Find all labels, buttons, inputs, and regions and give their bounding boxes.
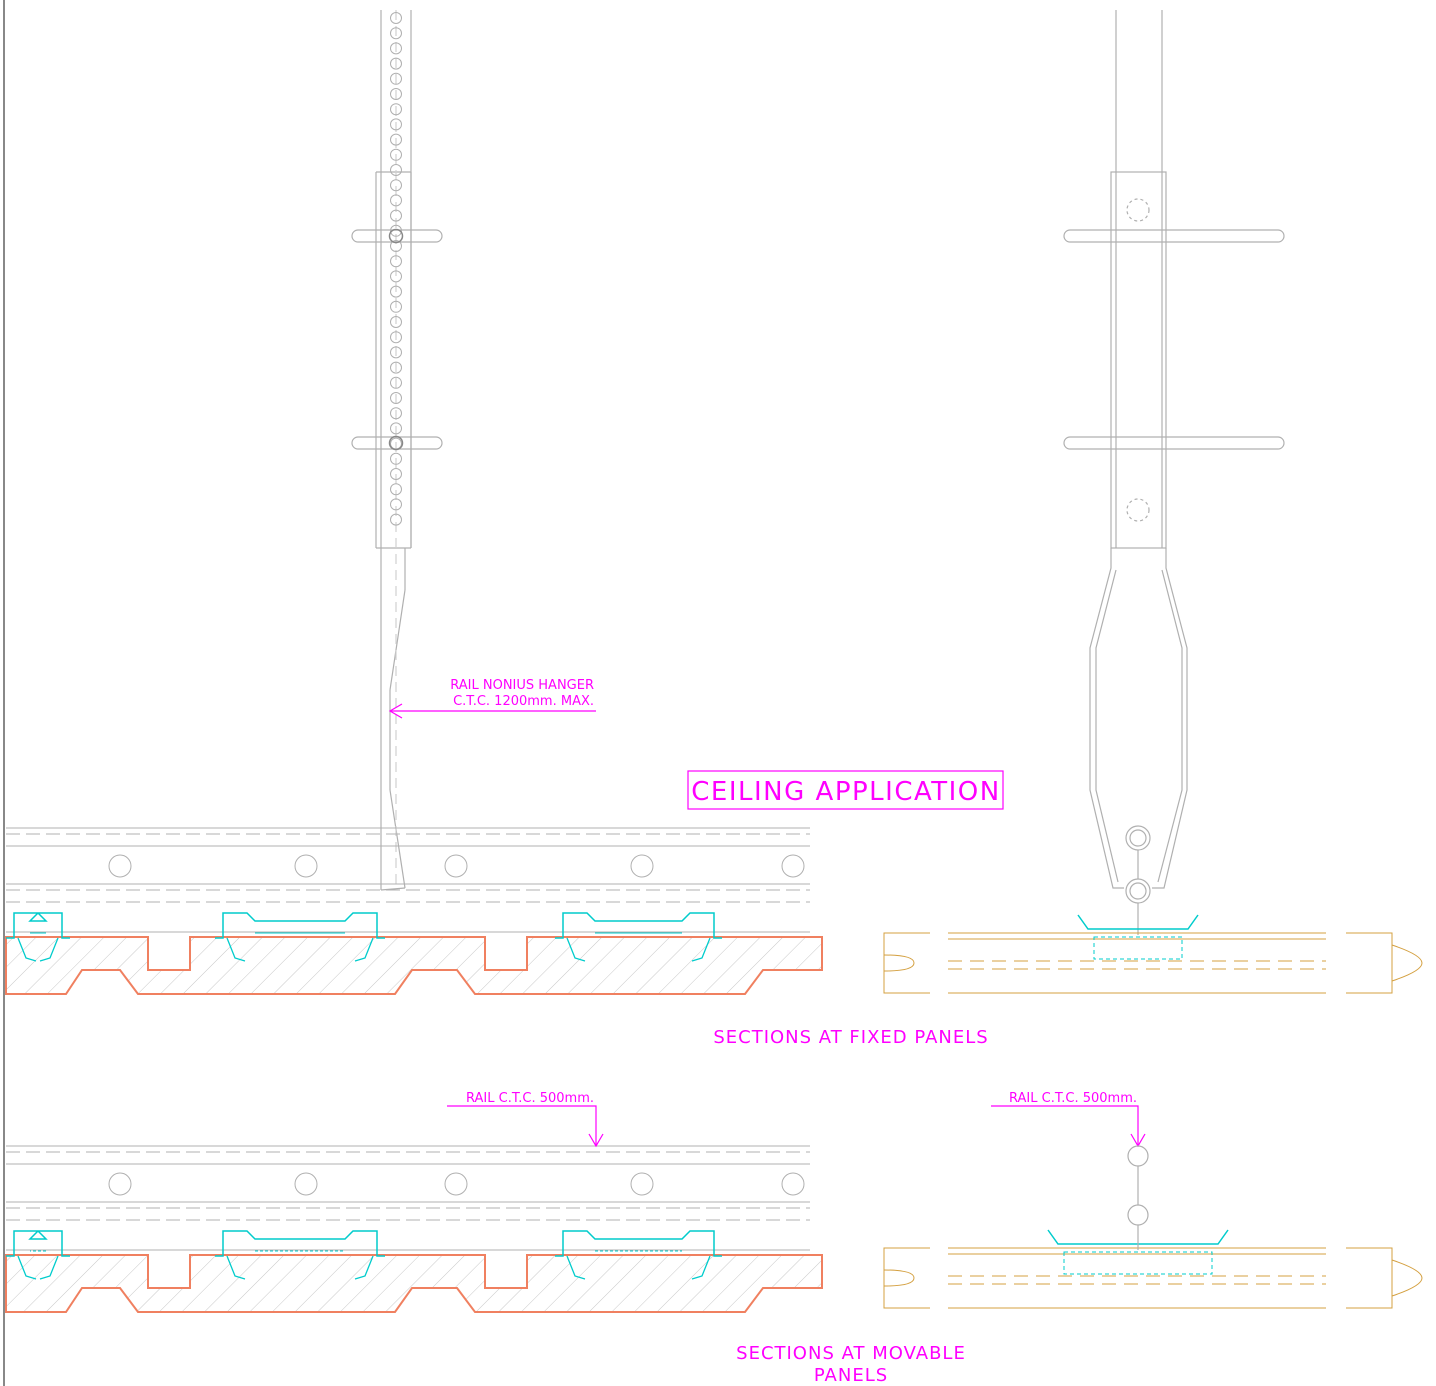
hanger-hole: [390, 42, 402, 55]
hanger-perforations: [388, 12, 404, 526]
hanger-chain-movable: [1127, 1145, 1149, 1250]
hanger-hole: [390, 148, 402, 161]
section-title-fixed: SECTIONS AT FIXED PANELS: [713, 1027, 988, 1048]
hanger-hole: [390, 331, 402, 344]
hanger-pin-hole: [388, 228, 404, 244]
section-fixed-longitudinal: [5, 827, 823, 995]
panel-stub-right: [1346, 1247, 1393, 1309]
clip-hook: [354, 1255, 374, 1280]
rail-hole: [444, 1172, 468, 1196]
hanger-hole: [390, 179, 402, 192]
rail-hole: [630, 1172, 654, 1196]
panel-section: [5, 936, 823, 995]
hanger-hole: [390, 103, 402, 116]
hanger-hole: [390, 12, 402, 24]
rail-hole: [444, 854, 468, 878]
rail-ctc-callout-left: RAIL C.T.C. 500mm.: [447, 1091, 604, 1148]
hanger-hole: [390, 316, 402, 328]
hanger-hole: [390, 224, 402, 237]
hanger-hole: [390, 498, 402, 511]
clip-hook: [566, 937, 586, 962]
hanger-callout: RAIL NONIUS HANGER C.T.C. 1200mm. MAX.: [388, 678, 596, 719]
rail-clip-cross: [1093, 936, 1183, 960]
rail-hole: [781, 1172, 805, 1196]
hanger-hole: [390, 57, 402, 70]
panel-stub-right: [1346, 932, 1393, 994]
rail-clip: [215, 1230, 385, 1257]
page-title: CEILING APPLICATION: [691, 777, 1000, 807]
cross-sections: [883, 914, 1423, 1309]
hanger-hole: [390, 300, 402, 313]
heading-box: CEILING APPLICATION: [687, 770, 1004, 810]
rail-cross: [1077, 914, 1199, 930]
rail-hole: [294, 854, 318, 878]
section-title-movable-line2: PANELS: [814, 1365, 888, 1386]
hanger-hole: [390, 483, 402, 496]
rail-clip: [215, 912, 385, 939]
hanger-hole: [390, 118, 402, 131]
hanger-hole: [390, 452, 402, 465]
hanger-hole: [390, 361, 402, 374]
rail-ctc-callout-right: RAIL C.T.C. 500mm.: [991, 1091, 1146, 1148]
hanger-hole: [390, 72, 402, 85]
hanger-hole: [390, 133, 402, 146]
hanger-hole: [390, 270, 402, 283]
hanger-hole: [390, 513, 402, 526]
hanger-hole: [390, 285, 402, 298]
rail-ctc-label-right: RAIL C.T.C. 500mm.: [1009, 1091, 1137, 1106]
hanger-hole: [390, 88, 402, 100]
rail-hole: [108, 1172, 132, 1196]
clip-hook: [39, 937, 59, 962]
hanger-hole: [390, 407, 402, 420]
rail-clip: [6, 912, 70, 939]
panel-tongue: [1391, 944, 1423, 982]
clip-hook: [17, 937, 37, 962]
hanger-label-line2: C.T.C. 1200mm. MAX.: [453, 694, 594, 709]
rail-clip-cross: [1063, 1251, 1213, 1275]
panel-groove: [883, 954, 915, 972]
clip-hook: [354, 937, 374, 962]
clip-hook: [17, 1255, 37, 1280]
hanger-hole: [390, 422, 402, 435]
hanger-hole: [390, 346, 402, 359]
nonius-hanger-right: [1063, 10, 1285, 935]
section-title-movable-line1: SECTIONS AT MOVABLE: [736, 1343, 966, 1364]
rail-hole: [108, 854, 132, 878]
hanger-label-line1: RAIL NONIUS HANGER: [450, 678, 594, 693]
hanger-hole: [390, 194, 402, 207]
hanger-hole: [390, 27, 402, 40]
hanger-hole: [390, 376, 402, 389]
hanger-hole: [390, 209, 402, 222]
rail-hole: [630, 854, 654, 878]
panel-section: [5, 1254, 823, 1313]
clip-hook: [691, 1255, 711, 1280]
rail-clip: [555, 1230, 722, 1257]
clip-hook: [691, 937, 711, 962]
hanger-hole: [390, 255, 402, 268]
rail-hole: [294, 1172, 318, 1196]
clip-hook: [226, 937, 246, 962]
longitudinal-sections: [5, 827, 823, 1313]
hanger-hole: [390, 392, 402, 404]
clip-hook: [566, 1255, 586, 1280]
hanger-pin-hole: [388, 435, 404, 451]
panel-stub-left: [883, 932, 930, 994]
panel-tongue: [1391, 1259, 1423, 1297]
rail-hole: [781, 854, 805, 878]
clip-hook: [39, 1255, 59, 1280]
clip-hook: [226, 1255, 246, 1280]
hanger-hole: [390, 240, 402, 252]
panel-groove: [883, 1269, 915, 1287]
panel-stub-left: [883, 1247, 930, 1309]
rail-ctc-label-left: RAIL C.T.C. 500mm.: [466, 1091, 594, 1106]
hanger-hole: [390, 164, 402, 176]
rail-clip: [555, 912, 722, 939]
section-fixed-cross: [883, 914, 1423, 994]
rail-clip: [6, 1230, 70, 1257]
section-movable-cross: [883, 1229, 1423, 1309]
hanger-hole: [390, 468, 402, 480]
section-movable-longitudinal: [5, 1145, 823, 1313]
